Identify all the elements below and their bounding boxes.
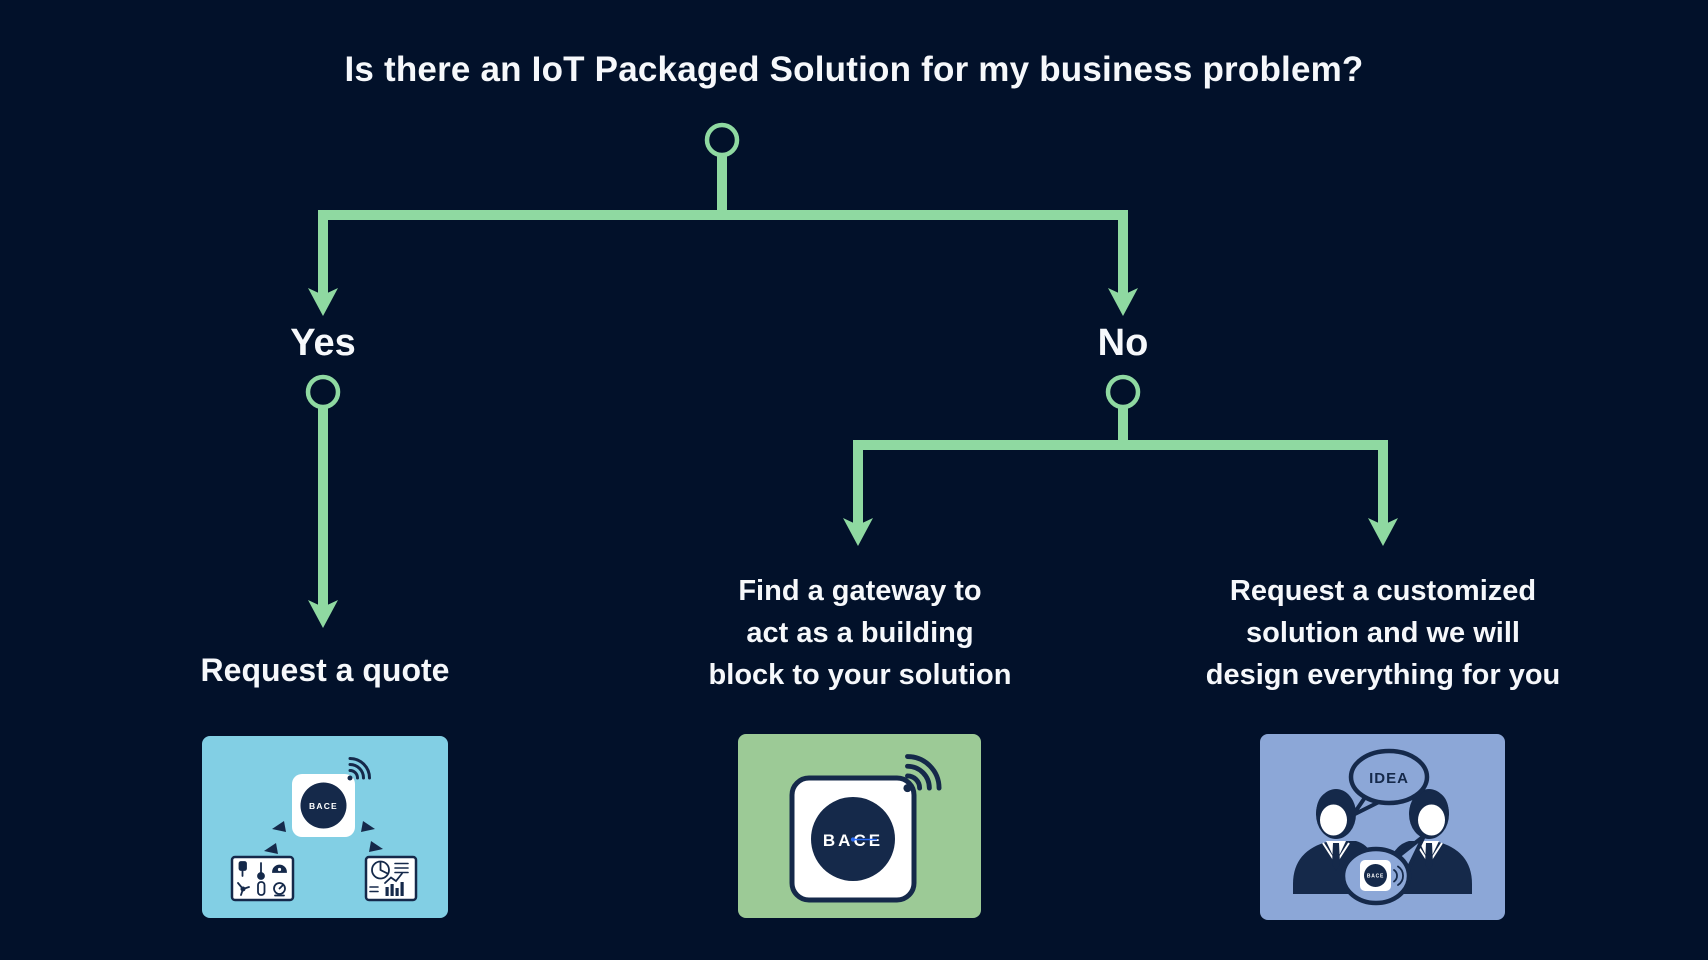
branch-label-no: No <box>1097 322 1149 364</box>
wifi-signal-icon <box>1393 865 1404 886</box>
connector-lines <box>305 122 1388 607</box>
dashboard-panel-icon <box>364 855 418 902</box>
iot-solution-diagram: BACE <box>230 757 418 902</box>
branch-label-yes: Yes <box>290 322 356 364</box>
no-node-circle <box>1105 374 1141 410</box>
bace-speech-bubble-icon: BACE <box>1340 834 1426 906</box>
outcome-request-quote: Request a quote <box>200 652 450 688</box>
gateway-arrowhead-icon <box>843 518 873 546</box>
custom-solution-card: IDEA BACE <box>1260 734 1505 920</box>
outcome-line: Find a gateway to <box>738 575 982 607</box>
bace-device-icon: BACE <box>789 775 917 903</box>
gateway-card: BACE <box>738 734 981 918</box>
request-quote-card: BACE <box>202 736 448 918</box>
logo-accent-mark <box>850 837 877 842</box>
outcome-custom-solution: Request a customized solution and we wil… <box>1123 570 1643 696</box>
outcome-find-gateway: Find a gateway to act as a building bloc… <box>600 570 1120 696</box>
bace-device-icon: BACE <box>292 774 355 837</box>
flow-arrow-marks <box>264 821 383 854</box>
yes-arrowhead-icon <box>308 288 338 316</box>
bace-logo-text: BACE <box>1367 874 1384 880</box>
root-node-circle <box>704 122 740 158</box>
yes-outcome-arrowhead-icon <box>308 600 338 628</box>
page-title: Is there an IoT Packaged Solution for my… <box>344 50 1364 89</box>
bace-gateway-logo: BACE <box>789 754 942 903</box>
bace-logo-text: BACE <box>309 801 338 811</box>
outcome-line: act as a building <box>746 617 974 649</box>
outcome-line: block to your solution <box>708 659 1012 691</box>
wifi-signal-icon <box>903 754 942 793</box>
custom-arrowhead-icon <box>1368 518 1398 546</box>
sensors-panel-icon <box>230 855 295 902</box>
idea-speech-bubble-icon: IDEA <box>1348 748 1430 817</box>
outcome-line: design everything for you <box>1205 659 1561 691</box>
no-arrowhead-icon <box>1108 288 1138 316</box>
idea-label: IDEA <box>1369 770 1409 787</box>
yes-node-circle <box>305 374 341 410</box>
connector-arrowheads <box>308 288 1398 628</box>
outcome-line: solution and we will <box>1246 617 1520 649</box>
wifi-signal-icon <box>347 757 371 781</box>
outcome-line: Request a customized <box>1229 575 1537 607</box>
consultation-illustration: IDEA BACE <box>1292 748 1473 906</box>
